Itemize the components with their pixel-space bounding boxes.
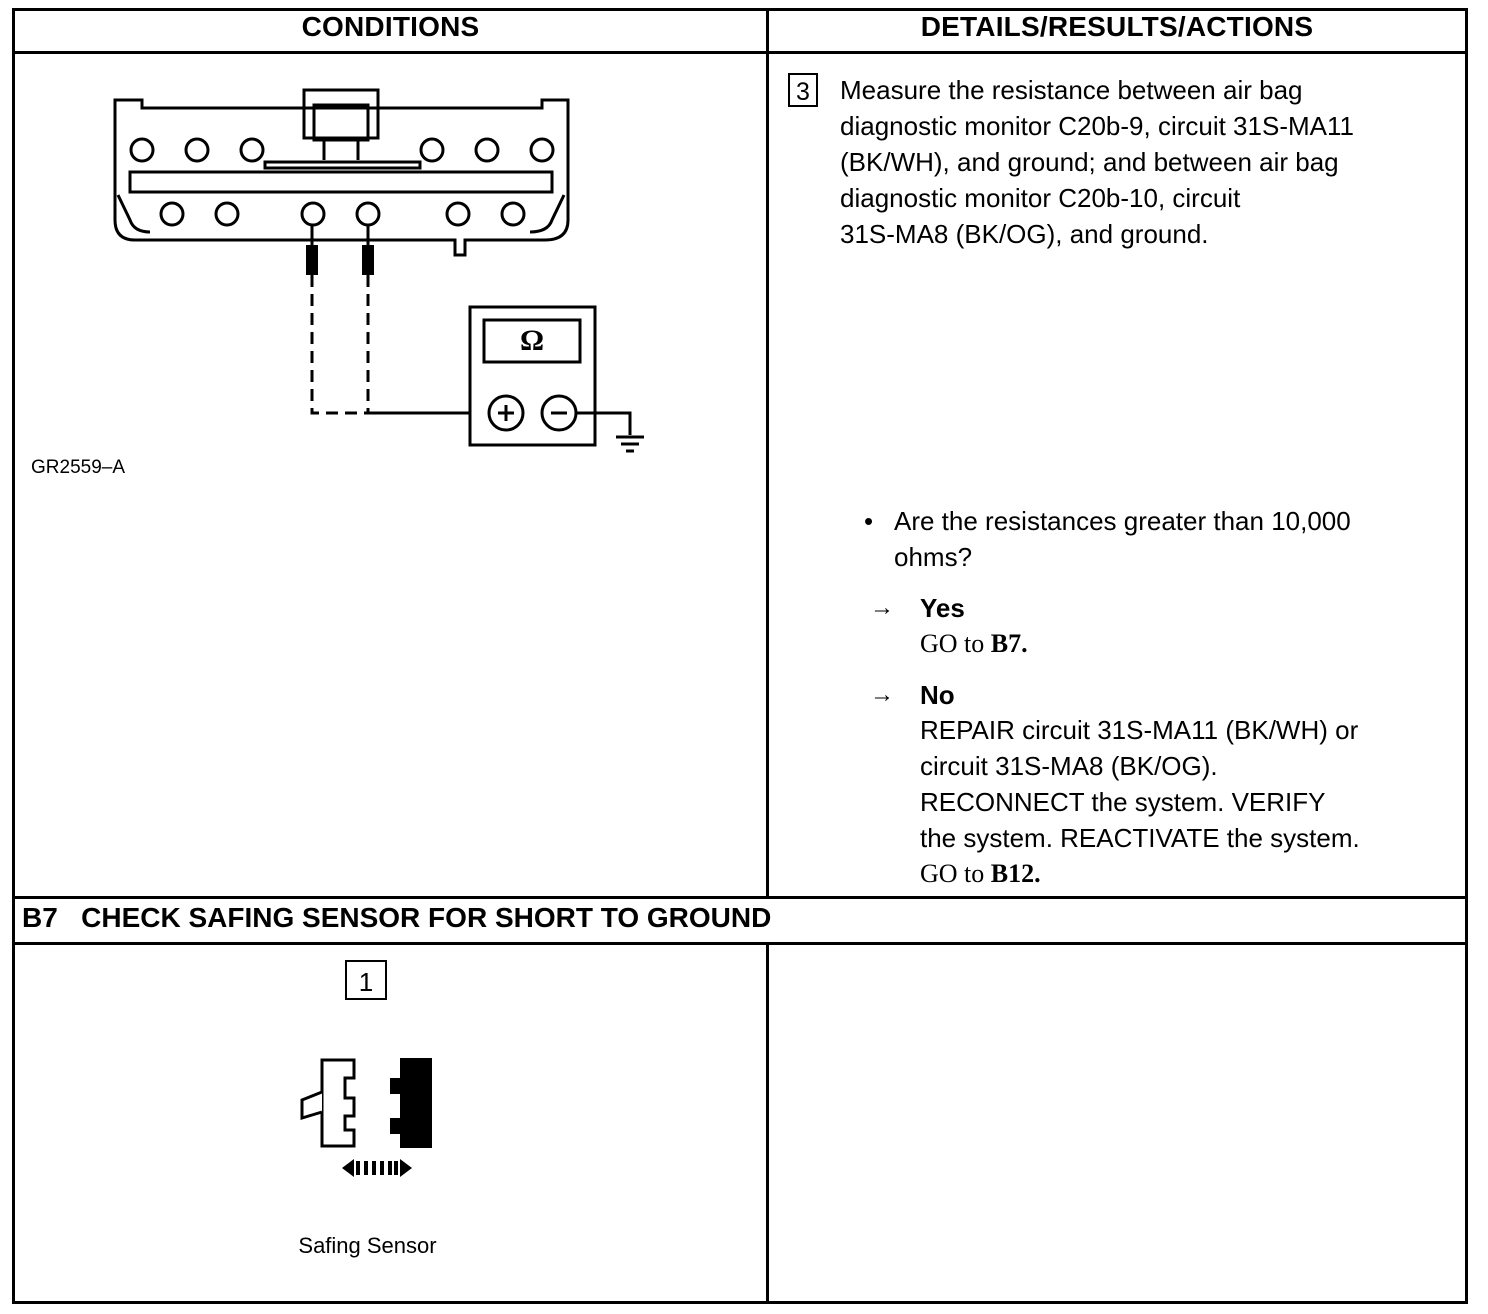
instruction-line: Measure the resistance between air bag xyxy=(840,75,1303,105)
instruction-line: (BK/WH), and ground; and between air bag xyxy=(840,147,1339,177)
step-number-1: 1 xyxy=(345,960,387,1000)
no-action: REPAIR circuit 31S-MA11 (BK/WH) or circu… xyxy=(920,712,1460,892)
no-action-line: RECONNECT the system. VERIFY xyxy=(920,787,1326,817)
column-header-details: DETAILS/RESULTS/ACTIONS xyxy=(920,11,1314,42)
instruction-line: diagnostic monitor C20b-10, circuit xyxy=(840,183,1241,213)
no-target-link[interactable]: B12. xyxy=(990,859,1041,888)
question: Are the resistances greater than 10,000 … xyxy=(894,503,1454,575)
step-3-instruction: Measure the resistance between air bag d… xyxy=(840,72,1460,252)
no-action-goto: GO to B12. xyxy=(920,856,1460,892)
section-divider-top xyxy=(12,896,1468,899)
yes-arrow-icon: → xyxy=(870,594,894,621)
column-divider-bottom xyxy=(766,942,769,1304)
yes-label: Yes xyxy=(920,593,965,623)
header-divider xyxy=(12,51,1468,54)
section-divider-bottom xyxy=(12,942,1468,945)
no-action-line: circuit 31S-MA8 (BK/OG). xyxy=(920,751,1218,781)
question-line: Are the resistances greater than 10,000 xyxy=(894,506,1351,536)
yes-target-link[interactable]: B7. xyxy=(990,629,1028,658)
figure-caption-safing-sensor: Safing Sensor xyxy=(298,1233,437,1258)
figure-id: GR2559–A xyxy=(31,457,126,478)
procedure-table xyxy=(12,8,1468,1304)
question-line: ohms? xyxy=(894,542,973,572)
ohm-symbol: Ω xyxy=(519,324,545,357)
section-heading-b7: B7 CHECK SAFING SENSOR FOR SHORT TO GROU… xyxy=(22,902,772,933)
column-divider-top xyxy=(766,8,769,898)
yes-action: GO to B7. xyxy=(920,626,1028,662)
no-arrow-icon: → xyxy=(870,681,894,708)
step-number-3: 3 xyxy=(788,73,818,107)
ohmmeter-connector-diagram xyxy=(113,88,644,453)
no-action-line: the system. REACTIVATE the system. xyxy=(920,823,1360,853)
bullet-dot: • xyxy=(864,506,874,536)
no-label: No xyxy=(920,680,955,710)
yes-action-prefix: GO to xyxy=(920,629,985,658)
no-action-prefix: GO to xyxy=(920,859,985,888)
no-action-line: REPAIR circuit 31S-MA11 (BK/WH) or xyxy=(920,715,1359,745)
safing-sensor-disconnect-icon xyxy=(300,1058,432,1177)
instruction-line: diagnostic monitor C20b-9, circuit 31S-M… xyxy=(840,111,1354,141)
instruction-line: 31S-MA8 (BK/OG), and ground. xyxy=(840,219,1209,249)
column-header-conditions: CONDITIONS xyxy=(301,11,480,42)
